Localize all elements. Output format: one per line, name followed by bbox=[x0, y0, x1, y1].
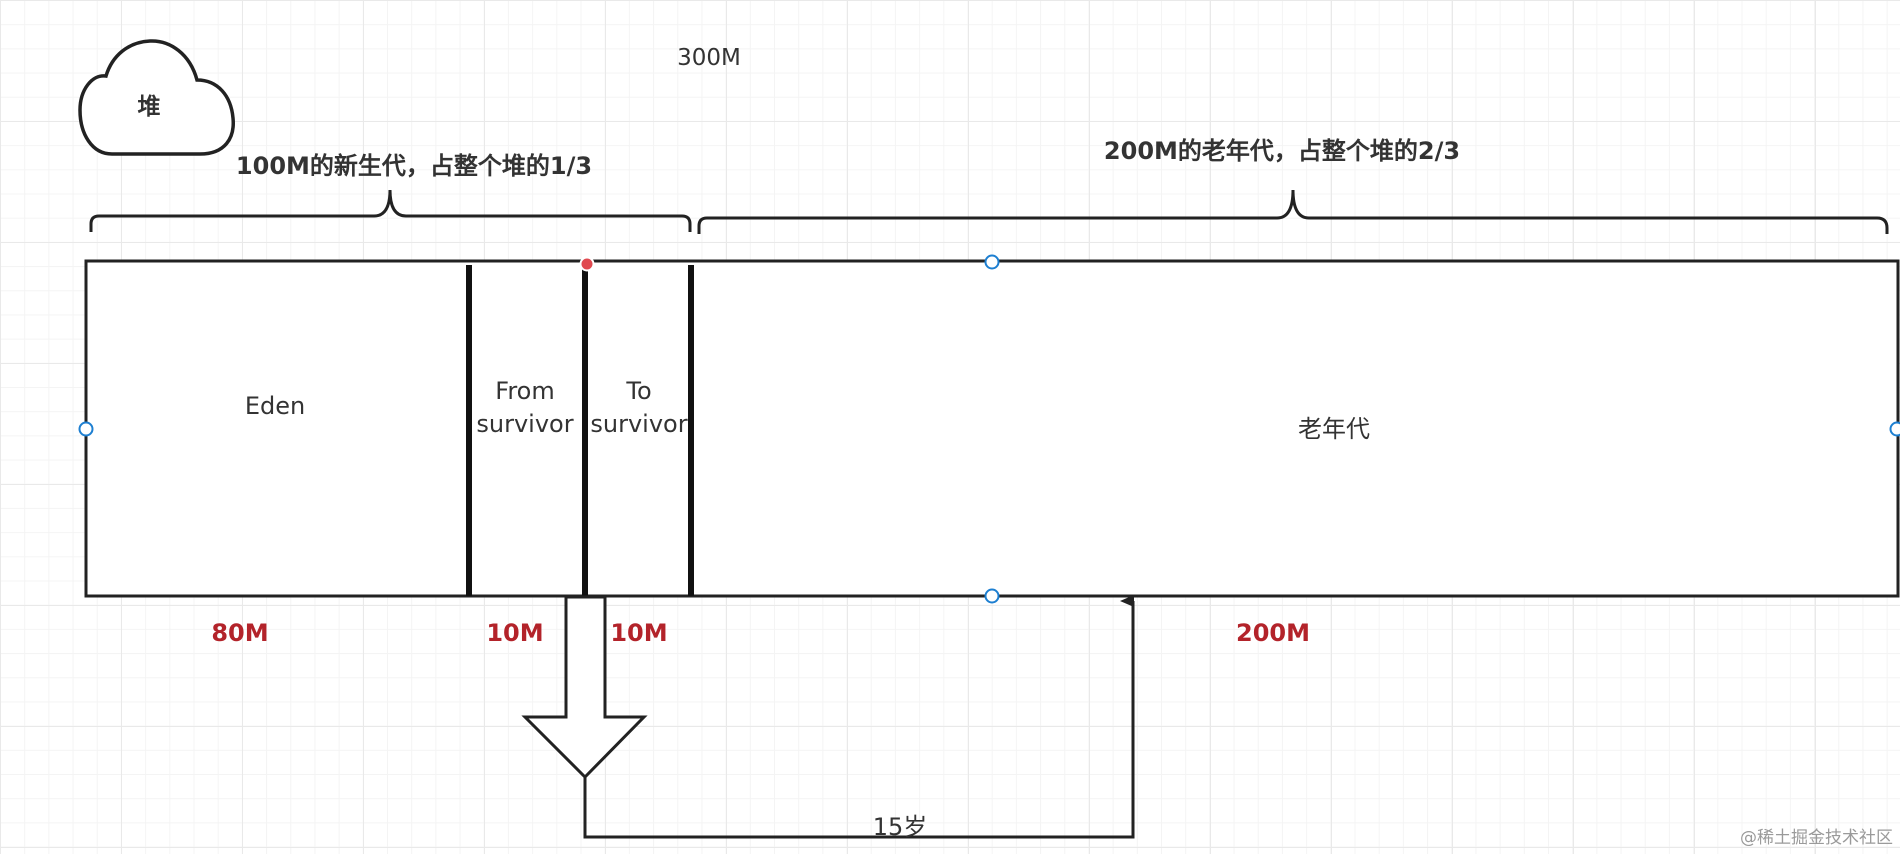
old-gen-size-label: 200M bbox=[1236, 619, 1310, 647]
eden-size-label: 80M bbox=[211, 619, 268, 647]
young-gen-brace bbox=[89, 189, 692, 232]
to-survivor-size-label: 10M bbox=[610, 619, 667, 647]
old-gen-brace-label: 200M的老年代，占整个堆的2/3 bbox=[1104, 137, 1460, 165]
from-survivor-size-label: 10M bbox=[486, 619, 543, 647]
old-gen-label: 老年代 bbox=[1298, 415, 1370, 443]
from-survivor-label-line2: survivor bbox=[476, 410, 573, 438]
heap-label: 堆 bbox=[138, 94, 161, 120]
old-gen-brace bbox=[697, 189, 1889, 234]
survivor-down-arrow[interactable] bbox=[521, 595, 648, 780]
to-survivor-label-line2: survivor bbox=[590, 410, 687, 438]
selected-point-handle[interactable] bbox=[579, 256, 595, 272]
heap-rectangle[interactable] bbox=[84, 259, 1900, 598]
heap-cloud[interactable]: 堆 bbox=[78, 39, 235, 156]
right-handle[interactable] bbox=[1889, 421, 1900, 437]
from-survivor-label-line1: From bbox=[495, 377, 554, 405]
heap-cloud-shape bbox=[78, 39, 235, 156]
watermark: @稀土掘金技术社区 bbox=[1740, 828, 1893, 848]
top-handle[interactable] bbox=[984, 254, 1000, 270]
bottom-handle[interactable] bbox=[984, 588, 1000, 604]
promotion-age-label: 15岁 bbox=[873, 813, 928, 841]
total-size-label: 300M bbox=[677, 45, 741, 71]
to-survivor-label-line1: To bbox=[625, 377, 651, 405]
eden-label: Eden bbox=[245, 392, 305, 420]
left-handle[interactable] bbox=[78, 421, 94, 437]
promotion-connector[interactable] bbox=[583, 595, 1135, 839]
young-gen-brace-label: 100M的新生代，占整个堆的1/3 bbox=[236, 152, 592, 180]
